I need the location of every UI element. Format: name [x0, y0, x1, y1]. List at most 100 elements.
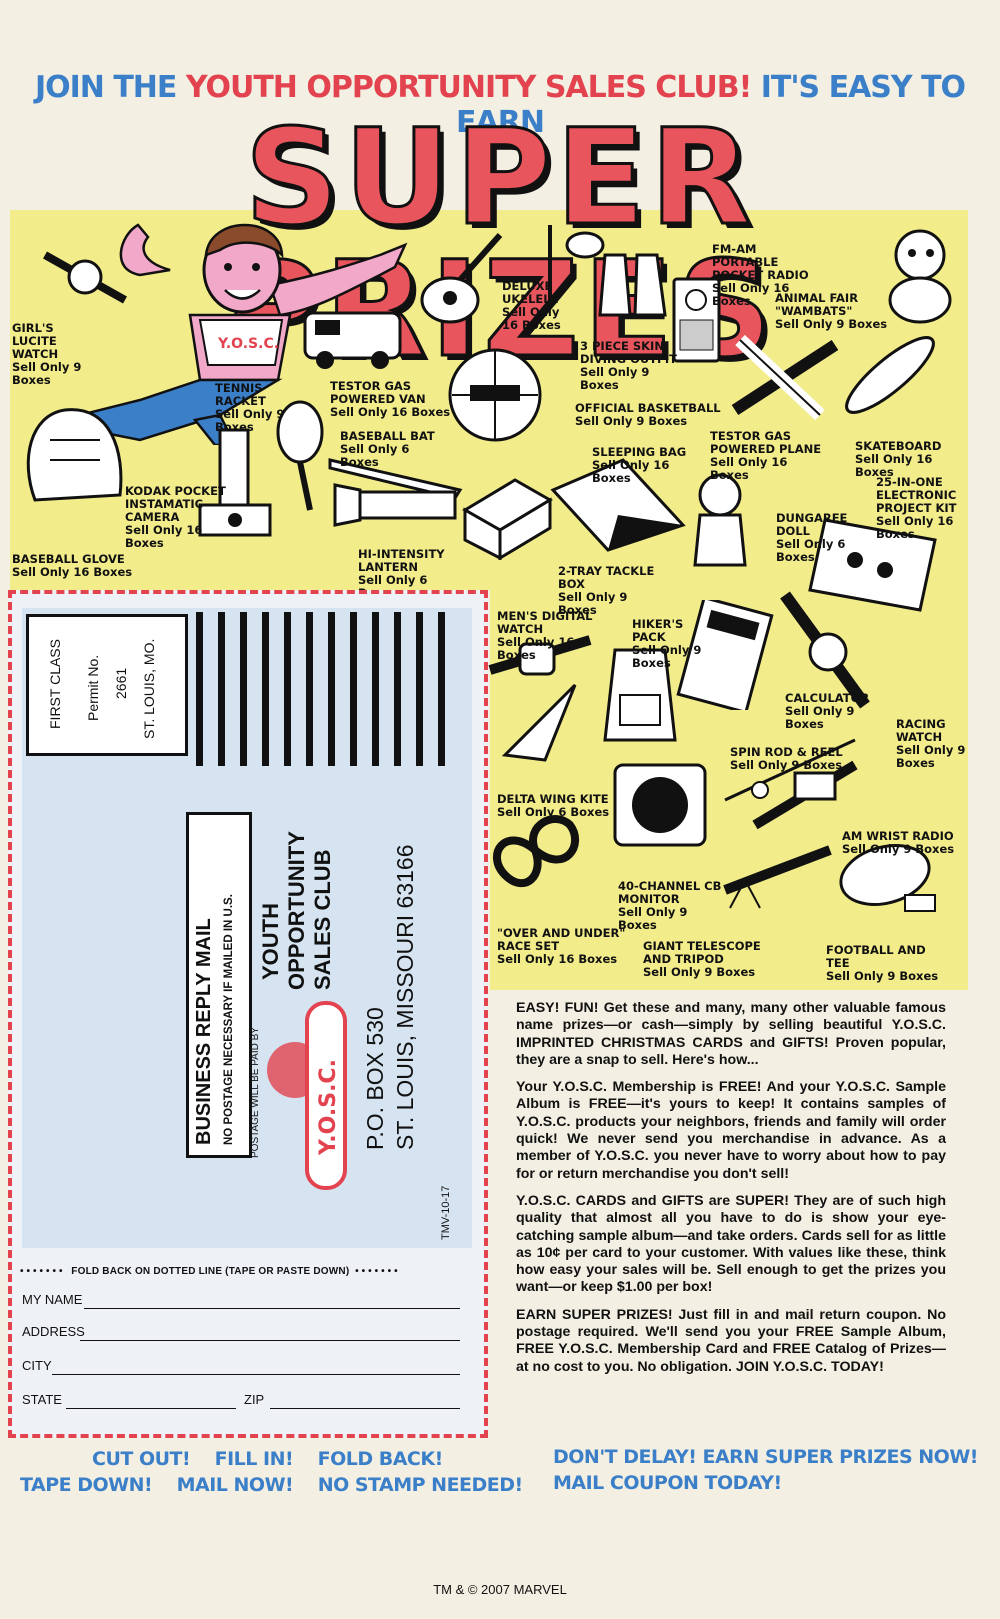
cta-line1: DON'T DELAY! EARN SUPER PRIZES NOW!: [553, 1446, 978, 1468]
prize-name: DELTA WING KITE: [497, 792, 609, 806]
prize-name: DUNGAREE DOLL: [776, 511, 848, 538]
postage-paid-by: POSTAGE WILL BE PAID BY: [250, 1027, 261, 1158]
prize-racing-watch: RACING WATCH Sell Only 9 Boxes: [896, 718, 968, 770]
permit-city: ST. LOUIS, MO.: [141, 638, 157, 739]
prize-requirement: Sell Only 9 Boxes: [643, 965, 756, 979]
prize-digital-watch: MEN'S DIGITAL WATCH Sell Only 16 Boxes: [497, 610, 612, 662]
prize-name: 3 PIECE SKIN-DIVING OUTFIT: [580, 339, 678, 366]
prize-name: SPIN ROD & REEL: [730, 745, 843, 759]
club-name-line3: SALES CLUB: [310, 849, 335, 990]
prize-pocket-camera: KODAK POCKET INSTAMATIC CAMERA Sell Only…: [125, 485, 235, 550]
girls-watch-icon: [43, 251, 127, 304]
body-paragraph-2: Your Y.O.S.C. Membership is FREE! And yo…: [516, 1079, 946, 1182]
prize-name: DELUXE UKELELE: [502, 279, 559, 306]
prize-name: SKATEBOARD: [855, 439, 942, 453]
prize-requirement: Sell Only 9 Boxes: [215, 407, 285, 434]
prize-requirement: Sell Only 16 Boxes: [497, 635, 575, 662]
prize-name: TESTOR GAS POWERED VAN: [330, 379, 426, 406]
prize-football-tee: FOOTBALL AND TEE Sell Only 9 Boxes: [826, 944, 946, 983]
headline-club-name: YOUTH OPPORTUNITY SALES CLUB!: [185, 70, 752, 105]
mascot-shirt-text: Y.O.S.C.: [217, 336, 279, 352]
wrist-radio-icon: [752, 760, 858, 830]
city-field[interactable]: CITY: [22, 1358, 462, 1378]
prize-name: 2-TRAY TACKLE BOX: [558, 564, 655, 591]
prize-calculator: CALCULATOR Sell Only 9 Boxes: [785, 692, 880, 731]
postal-bars: [196, 612, 446, 766]
prize-name: 25-IN-ONE ELECTRONIC PROJECT KIT: [876, 475, 957, 515]
prize-ukelele: DELUXE UKELELE Sell Only 16 Boxes: [502, 280, 572, 332]
cta-line2: MAIL COUPON TODAY!: [553, 1472, 782, 1494]
prize-requirement: Sell Only 9 Boxes: [896, 743, 966, 770]
address-field[interactable]: ADDRESS: [22, 1324, 462, 1344]
prize-name: FOOTBALL AND TEE: [826, 943, 926, 970]
prize-race-set: "OVER AND UNDER" RACE SET Sell Only 16 B…: [497, 927, 632, 966]
logo-text: Y.O.S.C.: [316, 1059, 341, 1156]
instr-no-stamp: NO STAMP NEEDED!: [317, 1474, 524, 1496]
prize-requirement: Sell Only 16 Boxes: [710, 455, 788, 482]
coupon-code: TMV-10-17: [440, 1185, 452, 1240]
prize-gas-powered-van: TESTOR GAS POWERED VAN Sell Only 16 Boxe…: [330, 380, 455, 419]
permit-number: 2661: [113, 667, 129, 699]
electronic-kit-icon: [808, 518, 937, 612]
prize-requirement: Sell Only 9 Boxes: [580, 365, 650, 392]
lantern-icon: [333, 483, 457, 527]
prize-baseball-bat: BASEBALL BAT Sell Only 6 Boxes: [340, 430, 440, 469]
prize-tennis-racket: TENNIS RACKET Sell Only 9 Boxes: [215, 382, 287, 434]
prize-name: HI-INTENSITY LANTERN: [358, 547, 445, 574]
delta-wing-kite-icon: [501, 683, 577, 762]
prize-basketball: OFFICIAL BASKETBALL Sell Only 9 Boxes: [575, 402, 745, 428]
prize-animal-fair-wambats: ANIMAL FAIR "WAMBATS" Sell Only 9 Boxes: [775, 292, 890, 331]
prize-requirement: Sell Only 16 Boxes: [12, 565, 133, 579]
prize-requirement: Sell Only 16 Boxes: [125, 523, 203, 550]
prize-cb-monitor: 40-CHANNEL CB MONITOR Sell Only 9 Boxes: [618, 880, 728, 932]
prize-name: CALCULATOR: [785, 691, 870, 705]
race-set-icon: [492, 815, 579, 888]
prize-girls-lucite-watch: GIRL'S LUCITE WATCH Sell Only 9 Boxes: [12, 322, 102, 387]
prize-name: FM-AM PORTABLE POCKET RADIO: [712, 242, 809, 282]
prize-dungaree-doll: DUNGAREE DOLL Sell Only 6 Boxes: [776, 512, 856, 564]
instr-fill-in: FILL IN!: [214, 1448, 294, 1470]
prize-requirement: Sell Only 16 Boxes: [497, 952, 618, 966]
prize-wrist-radio: AM WRIST RADIO Sell Only 9 Boxes: [842, 830, 967, 856]
prize-requirement: Sell Only 9 Boxes: [12, 360, 82, 387]
body-paragraph-3: Y.O.S.C. CARDS and GIFTS are SUPER! They…: [516, 1192, 946, 1296]
digital-watch-icon: [488, 635, 592, 676]
racing-watch-icon: [780, 591, 870, 709]
hikers-pack-icon: [603, 648, 677, 742]
body-paragraph-1: EASY! FUN! Get these and many, many othe…: [516, 1000, 946, 1068]
instructions-line2: TAPE DOWN! MAIL NOW! NO STAMP NEEDED!: [20, 1474, 523, 1496]
no-postage-note: NO POSTAGE NECESSARY IF MAILED IN U.S.: [223, 894, 235, 1145]
prize-requirement: Sell Only 6 Boxes: [340, 442, 410, 469]
tackle-box-icon: [462, 478, 553, 560]
pocket-camera-icon: [198, 428, 272, 537]
baseball-glove-icon: [26, 408, 123, 502]
address-label: ADDRESS: [22, 1324, 85, 1339]
skin-diving-outfit-icon: [548, 225, 667, 317]
fold-instruction: ••••••• FOLD BACK ON DOTTED LINE (TAPE O…: [20, 1266, 401, 1277]
prize-delta-wing-kite: DELTA WING KITE Sell Only 6 Boxes: [497, 793, 612, 819]
tennis-racket-icon: [276, 400, 324, 511]
cb-monitor-icon: [613, 763, 707, 847]
prize-name: MEN'S DIGITAL WATCH: [497, 609, 593, 636]
prize-requirement: Sell Only 9 Boxes: [558, 590, 628, 617]
yosc-logo: Y.O.S.C.: [267, 1001, 347, 1190]
instr-fold-back: FOLD BACK!: [317, 1448, 444, 1470]
permit-first-class: FIRST CLASS: [47, 639, 63, 729]
business-reply-box: BUSINESS REPLY MAIL NO POSTAGE NECESSARY…: [186, 812, 252, 1158]
prize-requirement: Sell Only 16 Boxes: [876, 514, 954, 541]
name-field[interactable]: MY NAME: [22, 1292, 462, 1312]
club-name-line1: YOUTH: [258, 903, 283, 980]
prize-gas-powered-plane: TESTOR GAS POWERED PLANE Sell Only 16 Bo…: [710, 430, 830, 482]
copyright-footer: TM & © 2007 MARVEL: [433, 1582, 567, 1597]
mascot-illustration: Y.O.S.C.: [77, 223, 408, 445]
telescope-icon: [723, 845, 832, 909]
state-zip-field[interactable]: STATE ZIP: [22, 1392, 462, 1412]
business-reply-title: BUSINESS REPLY MAIL: [193, 918, 215, 1145]
prize-requirement: Sell Only 16 Boxes: [330, 405, 451, 419]
prize-requirement: Sell Only 9 Boxes: [618, 905, 688, 932]
prize-requirement: Sell Only 9 Boxes: [730, 758, 843, 772]
gas-powered-van-icon: [303, 311, 402, 369]
prize-requirement: Sell Only 16 Boxes: [592, 458, 670, 485]
basketball-icon: [448, 348, 542, 442]
name-label: MY NAME: [22, 1292, 83, 1307]
